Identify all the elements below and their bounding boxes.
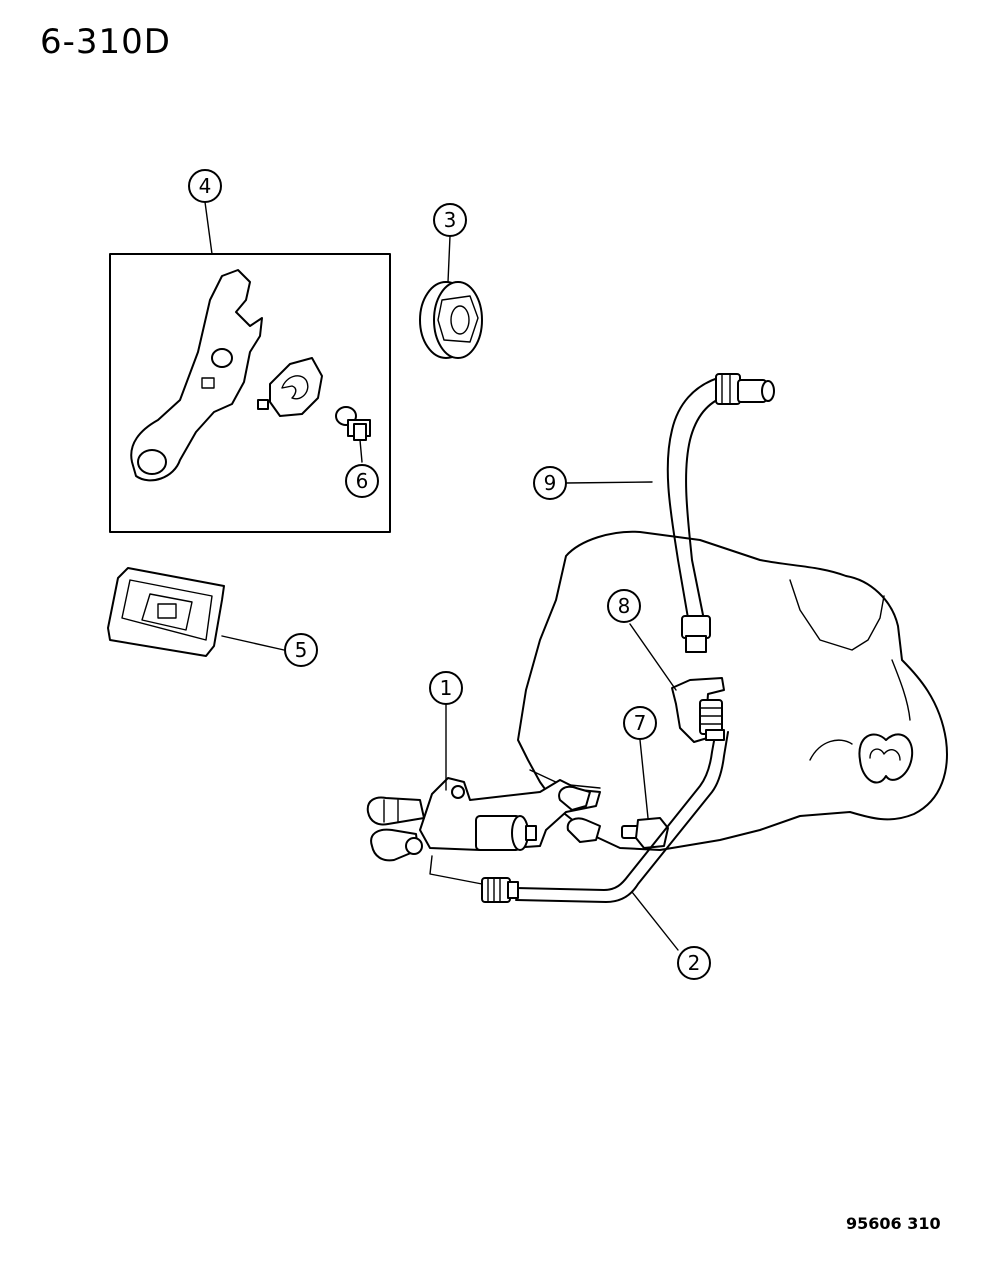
svg-text:9: 9	[544, 471, 557, 495]
svg-text:1: 1	[440, 676, 453, 700]
pivot-ball-stud	[335, 406, 371, 441]
page-title: 6-310D	[40, 22, 171, 62]
svg-text:5: 5	[295, 638, 308, 662]
callout-7: 7	[623, 706, 657, 740]
callout-1: 1	[429, 671, 463, 705]
svg-text:3: 3	[444, 208, 457, 232]
dust-boot	[107, 567, 225, 657]
release-bearing	[419, 281, 483, 359]
slave-cylinder	[366, 777, 601, 885]
bracket-fitting	[699, 699, 725, 741]
callout-5: 5	[284, 633, 318, 667]
hydraulic-line	[481, 729, 729, 903]
mounting-bolt	[621, 817, 669, 849]
svg-text:2: 2	[688, 951, 701, 975]
figure-code: 95606 310	[846, 1214, 941, 1233]
callout-2: 2	[677, 946, 711, 980]
retainer-clip	[257, 357, 323, 417]
callout-9: 9	[533, 466, 567, 500]
kit-box	[109, 253, 391, 533]
svg-text:4: 4	[199, 174, 212, 198]
release-fork	[130, 269, 263, 482]
callout-8: 8	[607, 589, 641, 623]
callout-3: 3	[433, 203, 467, 237]
svg-text:8: 8	[618, 594, 631, 618]
leader-lines	[204, 201, 679, 951]
svg-text:6: 6	[356, 469, 369, 493]
callout-6: 6	[345, 464, 379, 498]
flex-hose	[666, 373, 775, 653]
svg-text:7: 7	[634, 711, 647, 735]
callout-4: 4	[188, 169, 222, 203]
